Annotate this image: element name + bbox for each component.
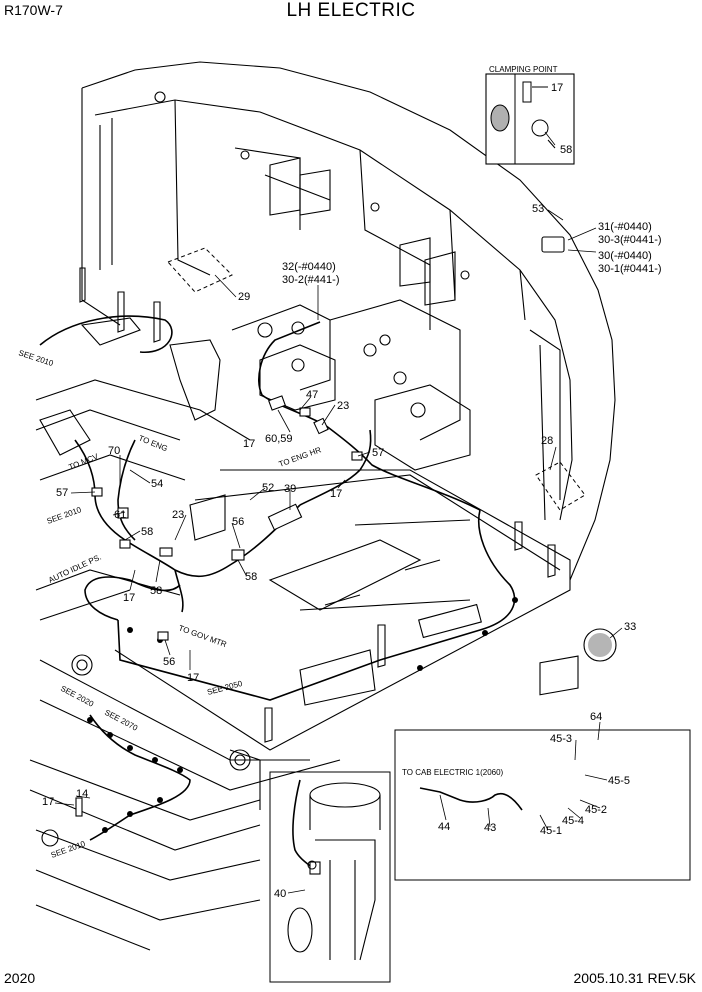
callout-52: 52 — [262, 482, 274, 494]
callout-14: 14 — [76, 788, 88, 800]
callout-17: 17 — [330, 488, 342, 500]
to-eng-hr-note: TO ENG HR — [278, 445, 323, 469]
callout-40: 40 — [274, 888, 286, 900]
callout-17: 17 — [187, 672, 199, 684]
callout-45-1: 45-1 — [540, 825, 562, 837]
callout-30: 30(-#0440) — [598, 250, 652, 262]
callouts: 17 58 53 31(-#0440) 30-3(#0441-) 30(-#04… — [42, 82, 662, 900]
callout-58: 58 — [560, 144, 572, 156]
callout-58: 58 — [245, 571, 257, 583]
grille-33 — [583, 628, 617, 662]
routing-notes: SEE 2010 SEE 2010 SEE 2010 SEE 2020 SEE … — [17, 348, 322, 860]
callout-23: 23 — [172, 509, 184, 521]
frame-linework — [29, 61, 616, 951]
callout-61: 61 — [114, 509, 126, 521]
callout-44: 44 — [438, 821, 450, 833]
callout-30-2: 30-2(#441-) — [282, 274, 339, 286]
callout-23: 23 — [337, 400, 349, 412]
callout-57: 57 — [372, 447, 384, 459]
callout-39: 39 — [284, 483, 296, 495]
callout-64: 64 — [590, 711, 602, 723]
page-title: LH ELECTRIC — [286, 0, 416, 21]
clamping-point-inset — [485, 73, 575, 165]
callout-17: 17 — [42, 796, 54, 808]
to-gov-mtr-note: TO GOV MTR — [177, 623, 228, 649]
callout-17: 17 — [123, 592, 135, 604]
tank-inset — [287, 782, 381, 961]
callout-47: 47 — [306, 389, 318, 401]
see-note: SEE 2010 — [17, 348, 55, 368]
to-cab-electric-label: TO CAB ELECTRIC 1(2060) — [402, 768, 504, 777]
callout-28: 28 — [541, 435, 553, 447]
page-number: 2020 — [4, 970, 36, 986]
cab-electric-inset-frame — [394, 729, 691, 881]
model-number: R170W-7 — [4, 2, 63, 18]
callout-54: 54 — [151, 478, 163, 490]
callout-70: 70 — [108, 445, 120, 457]
callout-17: 17 — [551, 82, 563, 94]
callout-29: 29 — [238, 291, 250, 303]
see-note: SEE 2070 — [103, 708, 140, 733]
hidden-parts — [167, 247, 586, 511]
see-note: SEE 2020 — [59, 684, 96, 709]
callout-57: 57 — [56, 487, 68, 499]
callout-56: 56 — [163, 656, 175, 668]
callout-33: 33 — [624, 621, 636, 633]
see-note: SEE 2010 — [46, 505, 83, 526]
tank-inset-frame — [269, 771, 391, 983]
callout-30-1: 30-1(#0441-) — [598, 263, 662, 275]
callout-60-59: 60,59 — [265, 433, 293, 445]
callout-45-4: 45-4 — [562, 815, 584, 827]
callout-56: 56 — [232, 516, 244, 528]
revision-date: 2005.10.31 REV.5K — [573, 970, 696, 986]
callout-30-3: 30-3(#0441-) — [598, 234, 662, 246]
callout-32: 32(-#0440) — [282, 261, 336, 273]
callout-45-5: 45-5 — [608, 775, 630, 787]
callout-17: 17 — [243, 438, 255, 450]
callout-45-2: 45-2 — [585, 804, 607, 816]
leader-lines — [54, 86, 623, 894]
callout-31: 31(-#0440) — [598, 221, 652, 233]
see-note: SEE 2050 — [206, 679, 244, 697]
to-eng-note: TO ENG — [137, 434, 169, 454]
callout-58: 58 — [141, 526, 153, 538]
callout-43: 43 — [484, 822, 496, 834]
callout-58: 58 — [150, 585, 162, 597]
callout-53: 53 — [532, 203, 544, 215]
callout-45-3: 45-3 — [550, 733, 572, 745]
clamping-point-title: CLAMPING POINT — [489, 65, 558, 74]
